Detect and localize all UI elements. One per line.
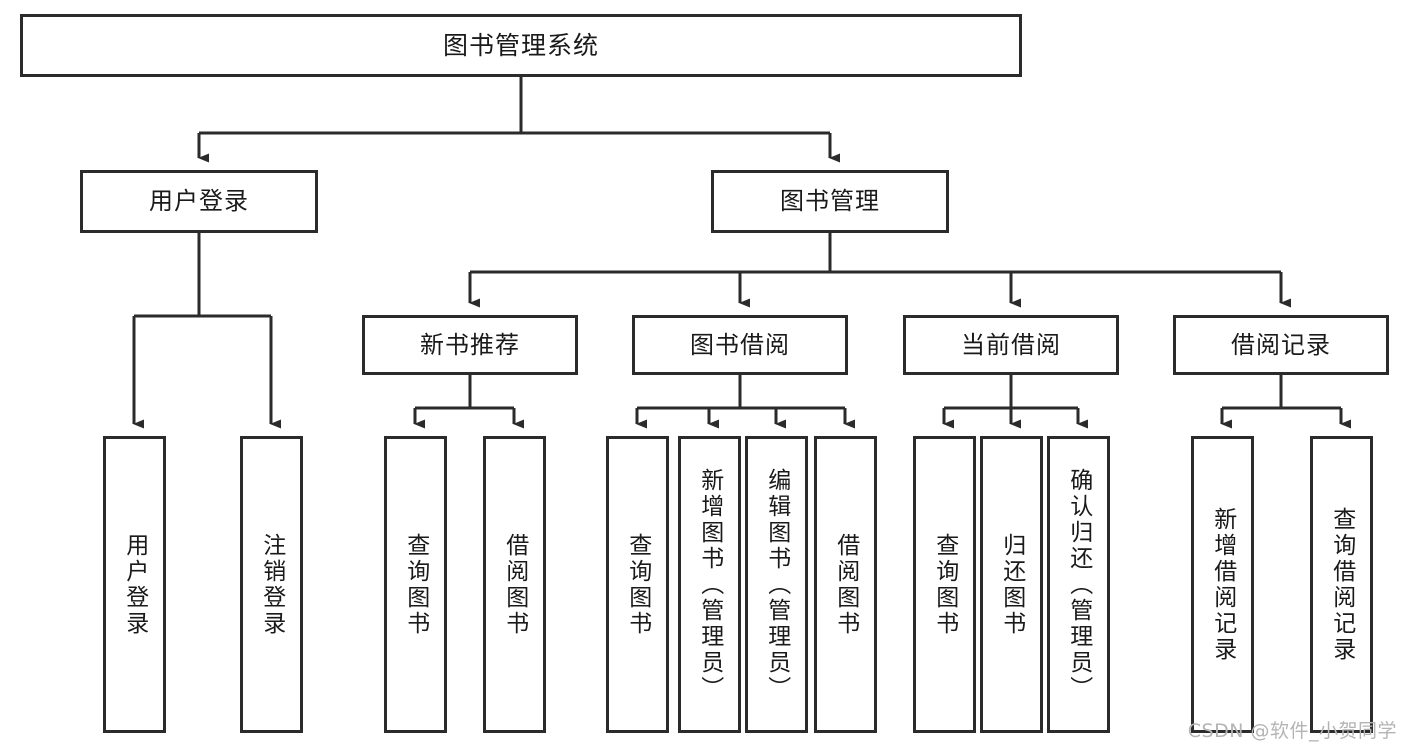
node-leaf-user-login[interactable]: 用户登录	[103, 436, 166, 733]
node-leaf-logout-label: 注销登录	[258, 532, 285, 637]
node-leaf-record-add-label: 新增借阅记录	[1209, 506, 1236, 663]
node-book-borrow-label: 图书借阅	[690, 330, 790, 359]
node-leaf-record-add[interactable]: 新增借阅记录	[1191, 436, 1254, 733]
node-leaf-borrow-edit-label: 编辑图书（管理员）	[763, 467, 790, 702]
node-leaf-borrow-add-label: 新增图书（管理员）	[696, 467, 723, 702]
node-current-borrow[interactable]: 当前借阅	[903, 315, 1119, 375]
node-book-management-label: 图书管理	[780, 187, 880, 216]
node-leaf-borrow-book-label: 借阅图书	[832, 532, 859, 637]
node-leaf-borrow-edit[interactable]: 编辑图书（管理员）	[745, 436, 808, 733]
node-root-system[interactable]: 图书管理系统	[20, 14, 1022, 77]
node-leaf-borrow-add[interactable]: 新增图书（管理员）	[678, 436, 741, 733]
node-leaf-current-return[interactable]: 归还图书	[980, 436, 1043, 733]
node-leaf-current-query[interactable]: 查询图书	[913, 436, 976, 733]
node-new-book-recommend-label: 新书推荐	[420, 330, 520, 359]
node-leaf-borrow-query-label: 查询图书	[624, 532, 651, 637]
node-user-login-label: 用户登录	[149, 187, 249, 216]
node-leaf-newbook-borrow[interactable]: 借阅图书	[483, 436, 546, 733]
node-book-borrow[interactable]: 图书借阅	[632, 315, 848, 375]
watermark: CSDN @软件_小贺同学	[1187, 720, 1397, 742]
node-leaf-newbook-borrow-label: 借阅图书	[501, 532, 528, 637]
node-leaf-current-return-label: 归还图书	[998, 532, 1025, 637]
node-leaf-current-confirm-return[interactable]: 确认归还（管理员）	[1047, 436, 1110, 733]
node-user-login[interactable]: 用户登录	[80, 170, 318, 233]
node-leaf-borrow-query[interactable]: 查询图书	[606, 436, 669, 733]
node-current-borrow-label: 当前借阅	[961, 330, 1061, 359]
node-leaf-newbook-query[interactable]: 查询图书	[384, 436, 447, 733]
node-book-management[interactable]: 图书管理	[711, 170, 949, 233]
node-leaf-newbook-query-label: 查询图书	[402, 532, 429, 637]
node-leaf-current-confirm-return-label: 确认归还（管理员）	[1065, 467, 1092, 702]
node-leaf-record-query-label: 查询借阅记录	[1328, 506, 1355, 663]
node-leaf-logout[interactable]: 注销登录	[240, 436, 303, 733]
node-root-system-label: 图书管理系统	[442, 30, 599, 60]
node-borrow-record[interactable]: 借阅记录	[1173, 315, 1389, 375]
node-leaf-user-login-label: 用户登录	[121, 532, 148, 637]
node-leaf-current-query-label: 查询图书	[931, 532, 958, 637]
node-leaf-borrow-book[interactable]: 借阅图书	[814, 436, 877, 733]
node-new-book-recommend[interactable]: 新书推荐	[362, 315, 578, 375]
node-leaf-record-query[interactable]: 查询借阅记录	[1310, 436, 1373, 733]
node-borrow-record-label: 借阅记录	[1231, 330, 1331, 359]
